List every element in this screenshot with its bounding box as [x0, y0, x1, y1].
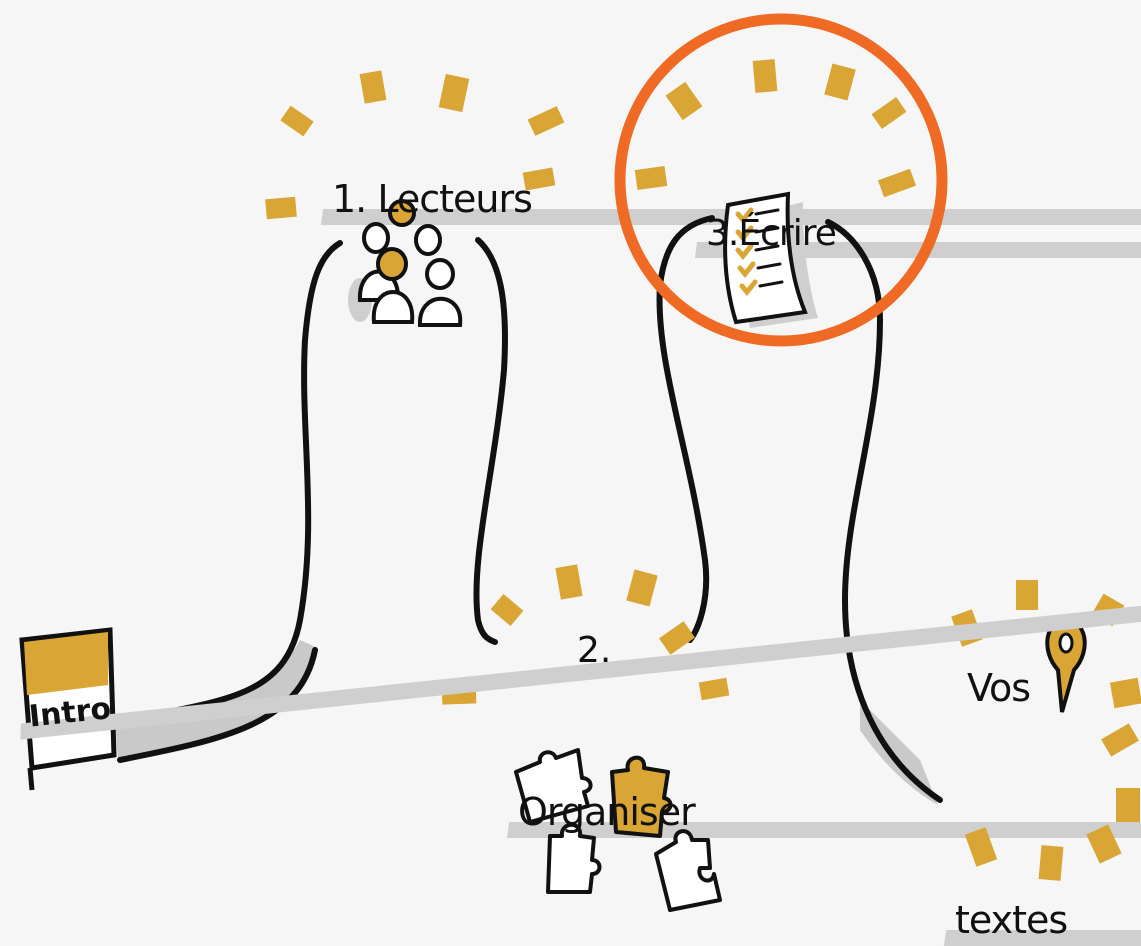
stage-2-label: Organiser [518, 790, 1141, 834]
map-pin-icon [1047, 620, 1084, 712]
stage-3-label: 3.Écrire [706, 213, 1141, 254]
destination-label-line2: textes [955, 898, 1141, 942]
stage-2-number: 2. [577, 630, 611, 671]
journey-map [0, 0, 1141, 924]
destination-label-line1: Vos [967, 666, 1030, 710]
